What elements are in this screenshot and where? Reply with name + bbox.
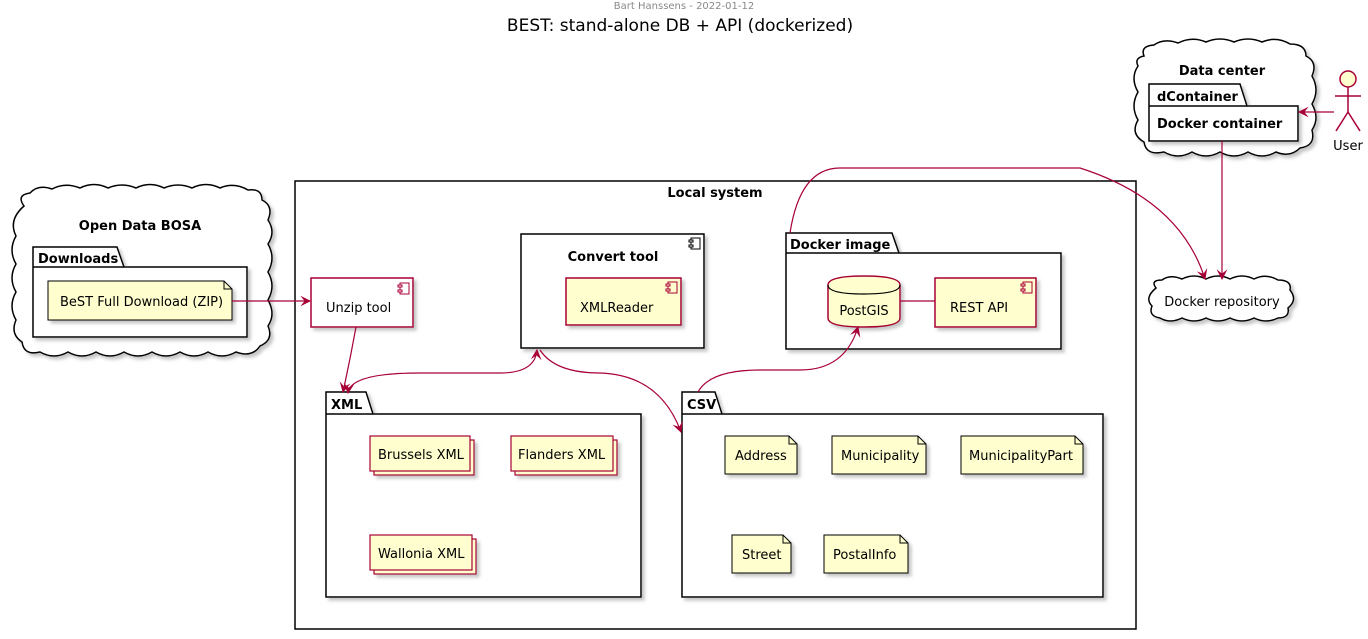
- csv-note-label: MunicipalityPart: [969, 449, 1073, 464]
- author-line: Bart Hanssens - 2022-01-12: [614, 1, 754, 12]
- postgis-database: PostGIS: [827, 275, 901, 328]
- docker-repository-cloud: Docker repository: [1148, 275, 1295, 322]
- downloads-label: Downloads: [38, 252, 118, 267]
- edge-convert-to-csv: [539, 349, 683, 434]
- xml-file-flanders: Flanders XML: [510, 435, 618, 476]
- edge-csv-to-postgis: [697, 325, 861, 393]
- csv-note-street: Street: [731, 534, 792, 574]
- rest-api-label: REST API: [950, 301, 1008, 316]
- csv-note-label: Address: [735, 449, 787, 464]
- unzip-tool-label: Unzip tool: [326, 301, 391, 316]
- xmlreader-label: XMLReader: [580, 301, 654, 316]
- open-data-title: Open Data BOSA: [79, 219, 201, 234]
- datacenter-title: Data center: [1179, 64, 1266, 79]
- zip-note-label: BeST Full Download (ZIP): [60, 295, 223, 310]
- unzip-tool-component: Unzip tool: [310, 277, 414, 328]
- dcontainer-tab-label: dContainer: [1157, 90, 1239, 105]
- convert-tool-title: Convert tool: [568, 250, 659, 265]
- user-actor: User: [1333, 70, 1363, 154]
- xml-file-label: Wallonia XML: [378, 547, 465, 562]
- postgis-label: PostGIS: [839, 304, 888, 319]
- edge-xml-convert: [343, 348, 542, 395]
- user-label: User: [1333, 139, 1363, 154]
- csv-note-municipality: Municipality: [831, 435, 927, 475]
- csv-note-address: Address: [724, 435, 798, 475]
- xml-file-label: Flanders XML: [518, 448, 606, 463]
- docker-image-label: Docker image: [790, 238, 891, 253]
- diagram-title: BEST: stand-alone DB + API (dockerized): [507, 16, 853, 36]
- xml-file-wallonia: Wallonia XML: [369, 534, 477, 575]
- csv-note-label: PostalInfo: [833, 548, 896, 563]
- zip-note: BeST Full Download (ZIP): [47, 280, 233, 321]
- local-system-title: Local system: [667, 186, 762, 201]
- dcontainer-package: dContainer Docker container: [1148, 83, 1299, 142]
- docker-container-label: Docker container: [1157, 117, 1283, 132]
- edge-image-to-repo: [789, 167, 1208, 281]
- rest-api-component: REST API: [934, 277, 1037, 328]
- docker-repository-label: Docker repository: [1164, 295, 1280, 310]
- csv-note-municipalitypart: MunicipalityPart: [960, 435, 1084, 475]
- csv-note-label: Municipality: [841, 449, 920, 464]
- xml-file-label: Brussels XML: [378, 448, 465, 463]
- csv-note-label: Street: [742, 548, 782, 563]
- xml-package-label: XML: [331, 398, 362, 413]
- xmlreader-component: XMLReader: [565, 277, 682, 326]
- csv-package-label: CSV: [687, 398, 716, 413]
- xml-file-brussels: Brussels XML: [369, 435, 475, 476]
- csv-note-postalinfo: PostalInfo: [823, 534, 909, 574]
